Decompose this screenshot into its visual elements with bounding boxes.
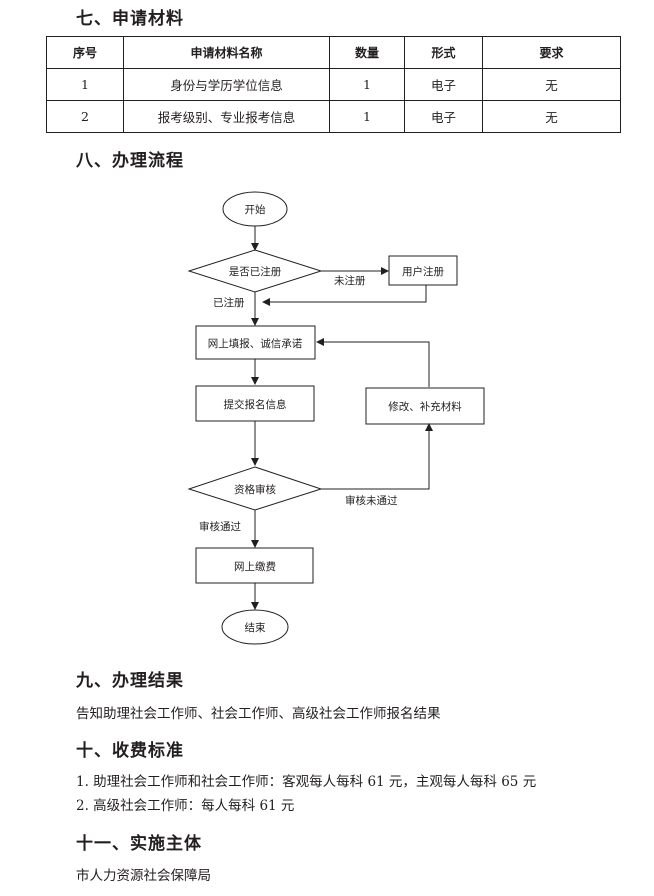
flow-start-node xyxy=(222,191,288,227)
flow-label-submit-info: 提交报名信息 xyxy=(224,398,287,411)
flow-label-review-fail: 审核未通过 xyxy=(345,494,398,507)
flow-decision-registered xyxy=(187,249,323,293)
flow-label-fill-online: 网上填报、诚信承诺 xyxy=(208,337,303,350)
section-heading-process: 八、办理流程 xyxy=(76,151,184,171)
agency-text: 市人力资源社会保障局 xyxy=(76,868,211,884)
flow-node-user-register xyxy=(388,255,458,286)
fee-line-1: 1. 助理社会工作师和社会工作师：客观每人每科 61 元，主观每人每科 65 元 xyxy=(76,774,537,790)
flow-label-start: 开始 xyxy=(245,203,266,216)
section-heading-fees: 十、收费标准 xyxy=(76,741,184,761)
col-header-index: 序号 xyxy=(46,36,124,69)
section-heading-materials: 七、申请材料 xyxy=(76,9,184,29)
table-row: 1 身份与学历学位信息 1 电子 无 xyxy=(46,68,621,101)
table-cell: 2 xyxy=(46,100,124,133)
table-cell: 报考级别、专业报考信息 xyxy=(123,100,330,133)
flow-node-fill-online xyxy=(195,325,316,360)
flow-label-registered-question: 是否已注册 xyxy=(229,265,282,278)
section-heading-result: 九、办理结果 xyxy=(76,671,184,691)
flow-decision-review xyxy=(187,466,323,511)
materials-table: 序号 申请材料名称 数量 形式 要求 1 身份与学历学位信息 1 电子 无 2 … xyxy=(46,36,621,133)
table-header-row: 序号 申请材料名称 数量 形式 要求 xyxy=(46,36,621,69)
flow-label-user-register: 用户注册 xyxy=(402,265,444,278)
table-cell: 身份与学历学位信息 xyxy=(123,68,330,101)
col-header-form: 形式 xyxy=(404,36,483,69)
table-row: 2 报考级别、专业报考信息 1 电子 无 xyxy=(46,100,621,133)
flow-label-review: 资格审核 xyxy=(234,483,276,496)
flow-label-end: 结束 xyxy=(245,621,266,634)
result-text: 告知助理社会工作师、社会工作师、高级社会工作师报名结果 xyxy=(76,706,441,722)
flow-label-revise: 修改、补充材料 xyxy=(388,400,462,413)
flow-node-pay-online xyxy=(195,547,314,584)
table-cell: 电子 xyxy=(404,100,483,133)
flow-arrow xyxy=(262,285,427,306)
flow-arrow xyxy=(321,423,433,490)
table-cell: 无 xyxy=(482,100,621,133)
flow-node-revise xyxy=(365,387,485,425)
section-heading-agency: 十一、实施主体 xyxy=(76,834,202,854)
flow-end-node xyxy=(221,609,289,645)
fee-line-2: 2. 高级社会工作师：每人每科 61 元 xyxy=(76,798,295,814)
col-header-quantity: 数量 xyxy=(329,36,405,69)
flow-node-submit-info xyxy=(195,385,315,422)
table-cell: 1 xyxy=(329,68,405,101)
flow-label-review-pass: 审核通过 xyxy=(199,520,241,533)
flow-label-pay-online: 网上缴费 xyxy=(234,560,276,573)
flow-arrow xyxy=(316,338,430,387)
flow-label-registered: 已注册 xyxy=(213,296,245,309)
flow-label-not-registered: 未注册 xyxy=(334,274,366,287)
col-header-material-name: 申请材料名称 xyxy=(123,36,330,69)
